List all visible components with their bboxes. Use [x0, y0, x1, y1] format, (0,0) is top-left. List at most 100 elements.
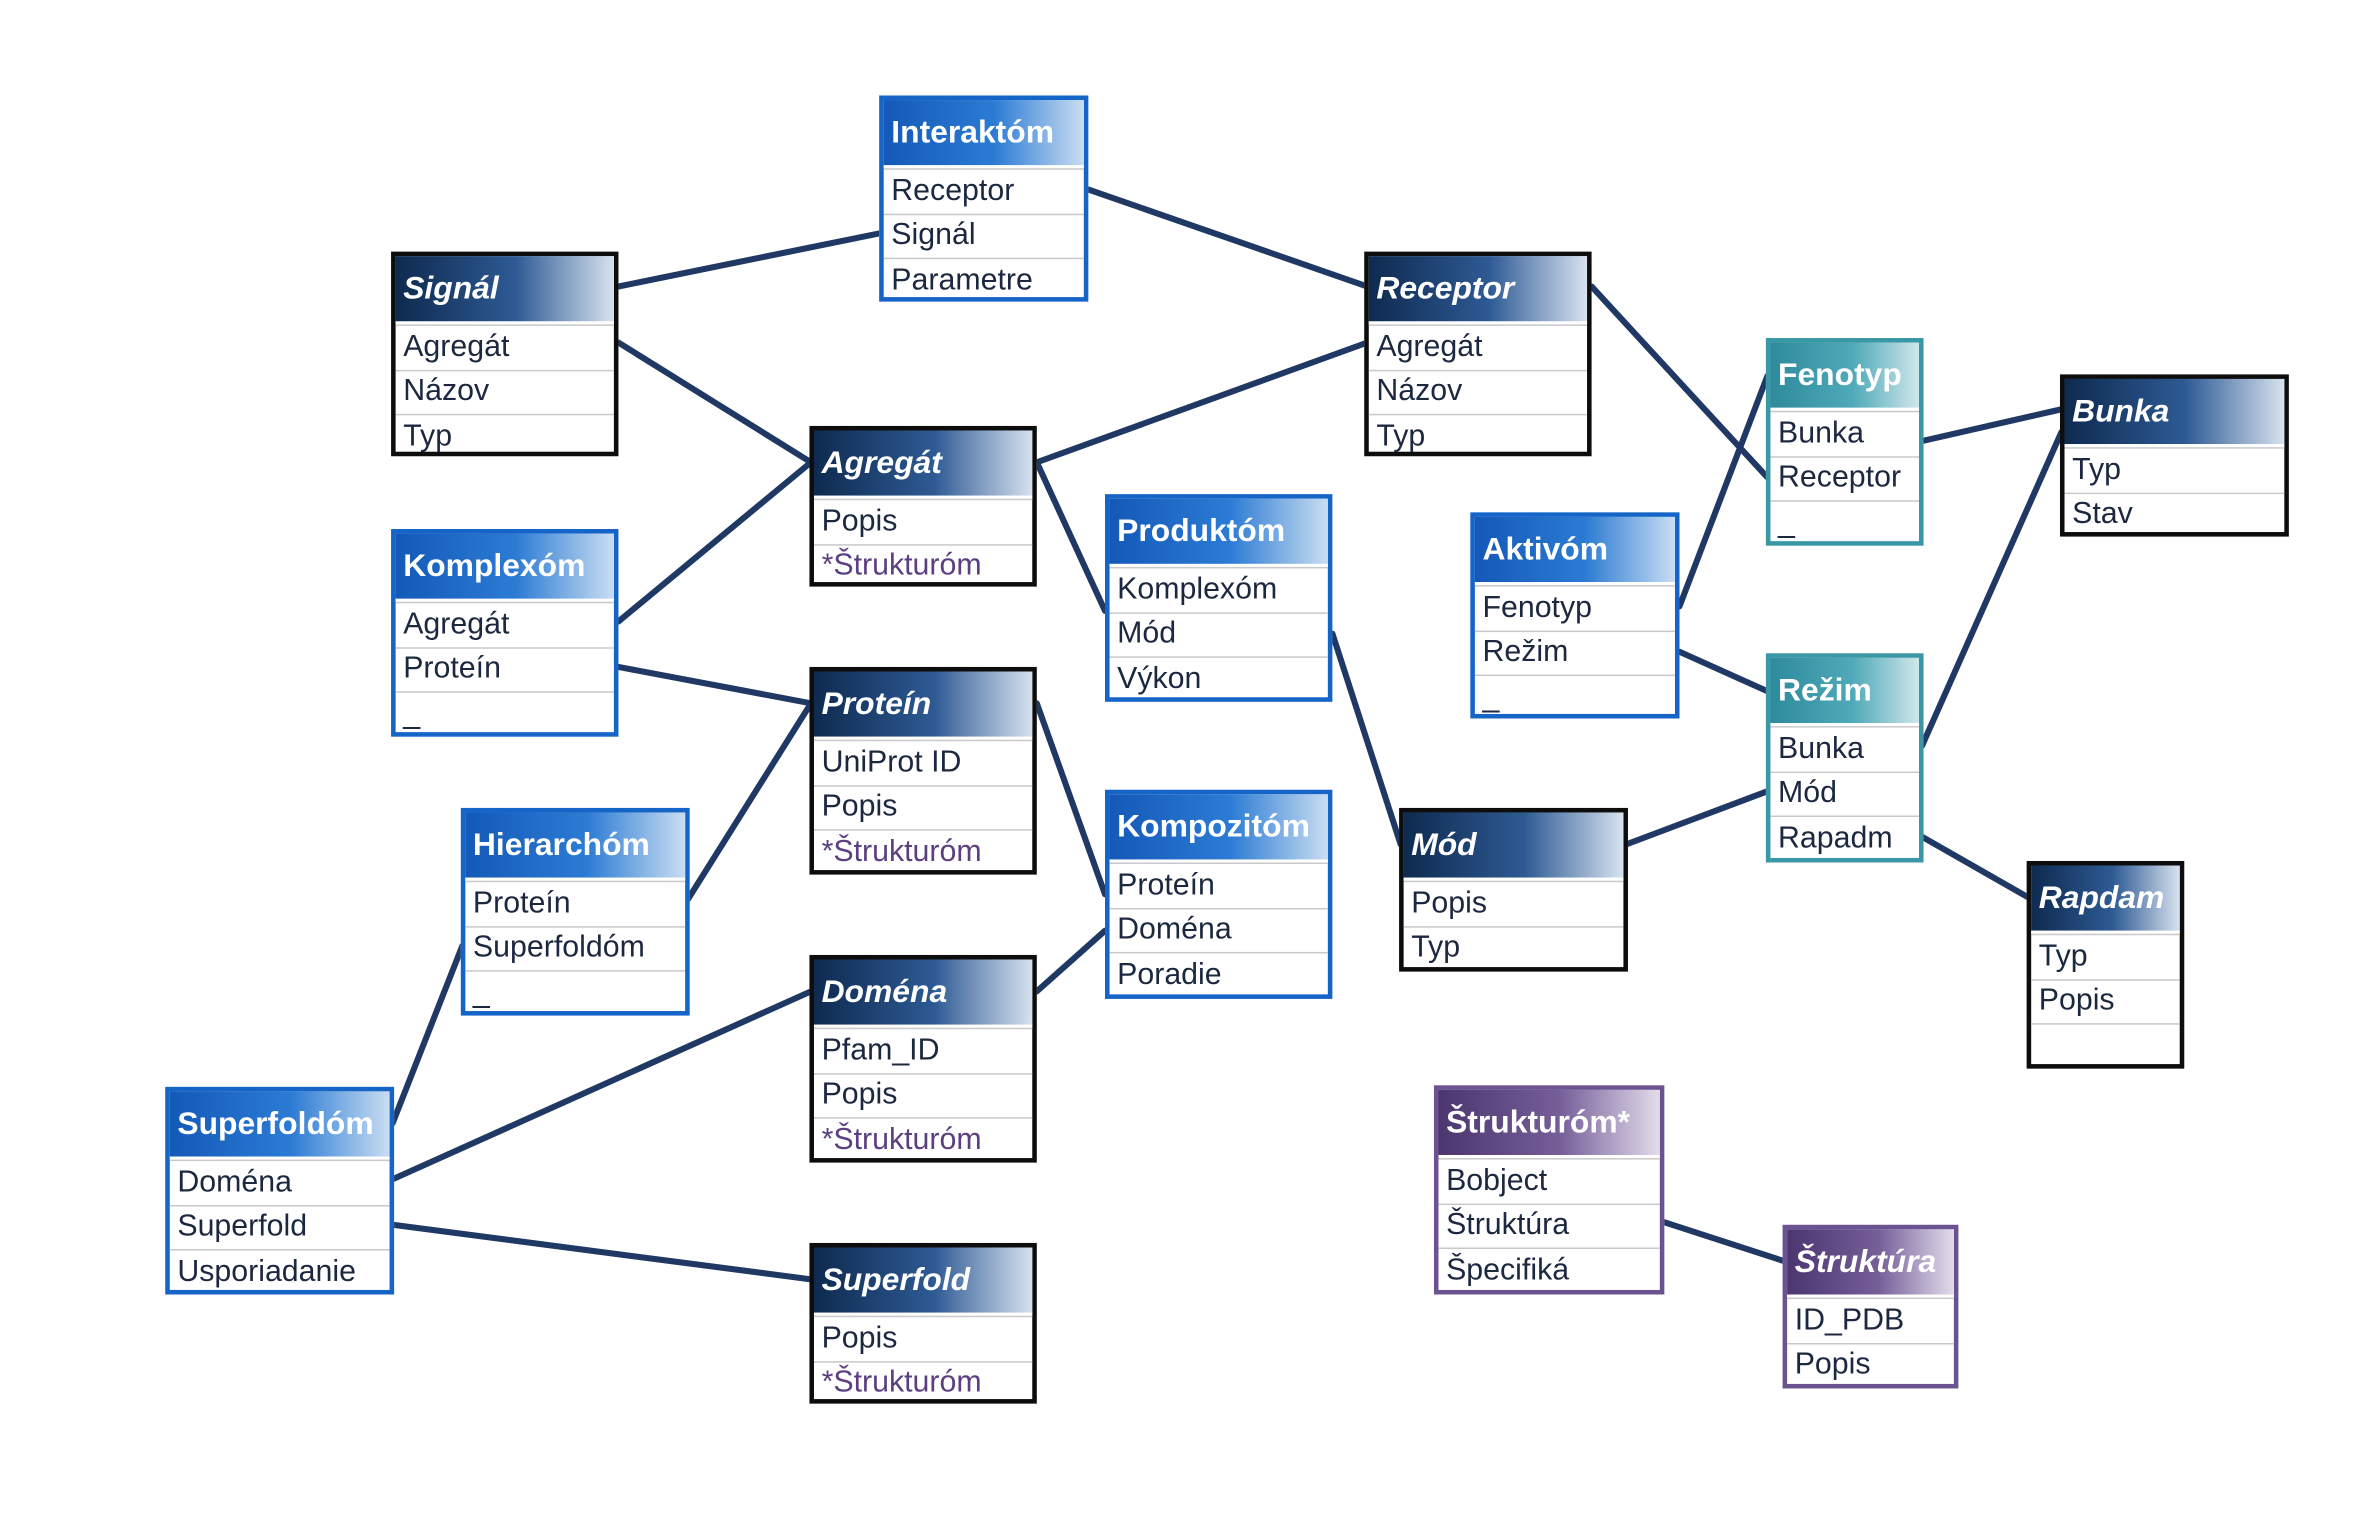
entity-title: Hierarchóm: [465, 812, 686, 881]
entity-field: Mód: [1109, 611, 1328, 657]
entity-agregat[interactable]: Agregát Popis *Štrukturóm: [809, 425, 1037, 588]
entity-field: Doména: [169, 1159, 390, 1205]
entity-field: Superfold: [169, 1204, 390, 1249]
entity-rezim[interactable]: Režim Bunka Mód Rapadm: [1765, 653, 1924, 863]
entity-superfold[interactable]: Superfold Popis *Štrukturóm: [809, 1242, 1037, 1405]
entity-field: Agregát: [1368, 324, 1588, 369]
relation-superfoldom-domena: [389, 988, 814, 1183]
relation-rezim-bunka: [1919, 428, 2065, 749]
relation-receptor-agregat: [1033, 339, 1371, 466]
entity-hierarchom[interactable]: Hierarchóm Proteín Superfoldóm _: [460, 807, 690, 1016]
entity-field: Typ: [2064, 447, 2285, 492]
entity-field: Poradie: [1109, 951, 1328, 997]
entity-title: Signál: [395, 256, 614, 325]
entity-field: Komplexóm: [1109, 566, 1328, 612]
entity-field: ID_PDB: [1787, 1297, 1954, 1343]
entity-title: Produktóm: [1109, 498, 1328, 567]
entity-struktura[interactable]: Štruktúra ID_PDB Popis: [1782, 1224, 1959, 1389]
entity-field: _: [1770, 500, 1920, 545]
entity-title: Rapdam: [2031, 865, 2180, 934]
relation-signal-agregat: [615, 339, 814, 466]
entity-field: Popis: [2031, 978, 2180, 1023]
entity-field: Doména: [1109, 907, 1328, 952]
relation-strukturom-struktura: [1659, 1218, 1788, 1265]
entity-field: Popis: [813, 784, 1033, 829]
entity-field: Režim: [1474, 629, 1675, 675]
entity-field: Popis: [813, 1315, 1033, 1361]
relation-agregat-produktom: [1033, 459, 1109, 614]
entity-title: Agregát: [813, 430, 1033, 499]
entity-field: Typ: [1368, 413, 1588, 459]
entity-field: *Štrukturóm: [813, 1360, 1033, 1405]
entity-field: Receptor: [1770, 455, 1920, 500]
entity-field: Agregát: [395, 601, 614, 647]
entity-title: Interaktóm: [883, 100, 1084, 169]
entity-interaktom[interactable]: Interaktóm Receptor Signál Parametre: [879, 95, 1089, 303]
entity-field: Typ: [395, 413, 614, 459]
relation-superfoldom-superfold: [389, 1221, 814, 1283]
entity-strukturom[interactable]: Štrukturóm* Bobject Štruktúra Špecifiká: [1433, 1085, 1665, 1295]
entity-field: Názov: [1368, 369, 1588, 414]
relation-rezim-mod: [1623, 788, 1771, 848]
relation-aktivom-fenotyp: [1676, 372, 1771, 610]
entity-protein[interactable]: Proteín UniProt ID Popis *Štrukturóm: [809, 666, 1037, 875]
entity-field: Parametre: [883, 257, 1084, 303]
entity-title: Mód: [1403, 812, 1624, 881]
entity-title: Komplexóm: [395, 533, 614, 602]
entity-field: UniProt ID: [813, 739, 1033, 785]
entity-field: Fenotyp: [1474, 585, 1675, 630]
entity-title: Kompozitóm: [1109, 794, 1328, 863]
entity-title: Superfold: [813, 1247, 1033, 1316]
entity-title: Fenotyp: [1770, 342, 1920, 411]
entity-aktivom[interactable]: Aktivóm Fenotyp Režim _: [1470, 512, 1680, 720]
entity-produktom[interactable]: Produktóm Komplexóm Mód Výkon: [1105, 494, 1333, 702]
relation-signal-interaktom: [615, 230, 883, 290]
entity-superfoldom[interactable]: Superfoldóm Doména Superfold Usporiadani…: [165, 1086, 395, 1295]
entity-field: [2031, 1023, 2180, 1068]
entity-field: Proteín: [1109, 862, 1328, 907]
entity-title: Režim: [1770, 657, 1920, 727]
relation-protein-hierarchom: [685, 700, 814, 902]
entity-title: Superfoldóm: [169, 1091, 390, 1160]
entity-field: _: [465, 970, 686, 1015]
entity-field: Typ: [1403, 925, 1624, 970]
relation-komplexom-agregat: [615, 459, 814, 625]
relation-komplexom-protein: [615, 663, 814, 707]
entity-signal[interactable]: Signál Agregát Názov Typ: [391, 251, 619, 459]
entity-bunka[interactable]: Bunka Typ Stav: [2059, 374, 2289, 537]
entity-field: Agregát: [395, 324, 614, 369]
entity-mod[interactable]: Mód Popis Typ: [1399, 807, 1628, 972]
relation-protein-kompozitom: [1033, 700, 1109, 898]
entity-kompozitom[interactable]: Kompozitóm Proteín Doména Poradie: [1105, 789, 1333, 999]
entity-komplexom[interactable]: Komplexóm Agregát Proteín _: [391, 529, 619, 737]
entity-field: Proteín: [465, 880, 686, 926]
entity-rapdam[interactable]: Rapdam Typ Popis: [2026, 860, 2185, 1069]
entity-field: *Štrukturóm: [813, 1117, 1033, 1162]
entity-field: Bobject: [1438, 1158, 1660, 1203]
entity-title: Proteín: [813, 671, 1033, 740]
relation-rezim-rapdam: [1919, 833, 2032, 901]
entity-field: _: [1474, 674, 1675, 720]
entity-field: *Štrukturóm: [813, 829, 1033, 874]
entity-field: Bunka: [1770, 726, 1920, 771]
entity-field: Receptor: [883, 168, 1084, 213]
entity-field: Usporiadanie: [169, 1249, 390, 1294]
entity-field: Výkon: [1109, 656, 1328, 701]
relation-interaktom-receptor: [1085, 186, 1371, 290]
relation-hierarchom-superfoldom: [389, 942, 466, 1127]
entity-domena[interactable]: Doména Pfam_ID Popis *Štrukturóm: [809, 954, 1037, 1163]
entity-field: Popis: [1787, 1342, 1954, 1387]
entity-title: Bunka: [2064, 378, 2285, 448]
entity-field: _: [395, 691, 614, 736]
entity-title: Aktivóm: [1474, 516, 1675, 586]
relation-produktom-mod: [1329, 630, 1404, 848]
entity-receptor[interactable]: Receptor Agregát Názov Typ: [1364, 251, 1592, 459]
entity-fenotyp[interactable]: Fenotyp Bunka Receptor _: [1765, 338, 1924, 546]
entity-field: Mód: [1770, 770, 1920, 816]
entity-field: Bunka: [1770, 410, 1920, 456]
entity-field: Popis: [813, 498, 1033, 544]
entity-field: Štruktúra: [1438, 1202, 1660, 1248]
entity-field: *Štrukturóm: [813, 543, 1033, 588]
